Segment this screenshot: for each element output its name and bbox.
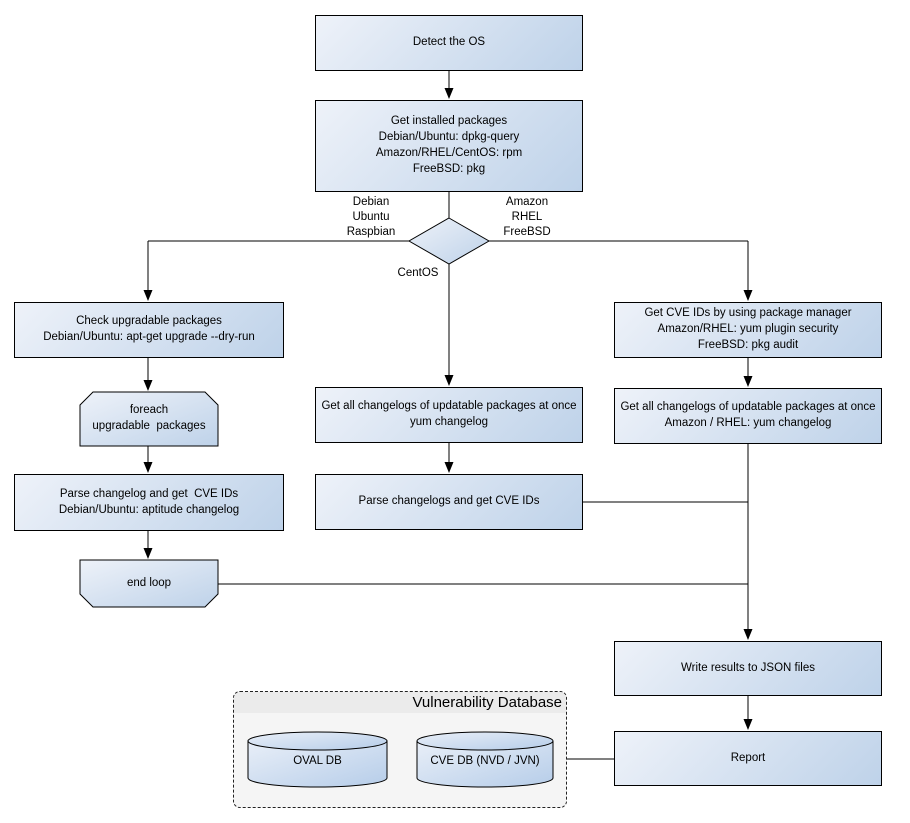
node-parse-changelog-left-label: Parse changelog and get CVE IDs Debian/U… [58, 487, 240, 516]
node-get-changelogs-amazon-rhel: Get all changelogs of updatable packages… [614, 388, 882, 444]
node-parse-changelogs-center: Parse changelogs and get CVE IDs [315, 474, 583, 530]
node-get-changelogs-centos-label: Get all changelogs of updatable packages… [321, 400, 577, 428]
node-check-upgradable-packages: Check upgradable packages Debian/Ubuntu:… [14, 302, 284, 358]
oval-db-cylinder [247, 731, 388, 788]
node-detect-os-label: Detect the OS [412, 36, 486, 49]
node-report-label: Report [730, 751, 766, 764]
connector-lines [147, 71, 749, 760]
foreach-loop-shape [79, 391, 219, 447]
node-get-installed-packages: Get installed packages Debian/Ubuntu: dp… [315, 100, 583, 192]
branch-label-amazon-rhel-freebsd: Amazon RHEL FreeBSD [503, 196, 551, 238]
branch-label-centos: CentOS [397, 267, 439, 279]
node-get-cve-ids-package-manager-label: Get CVE IDs by using package manager Ama… [644, 307, 852, 351]
arrowheads [143, 88, 753, 730]
cve-db-cylinder [416, 731, 554, 788]
node-parse-changelog-left: Parse changelog and get CVE IDs Debian/U… [14, 474, 284, 531]
node-report: Report [614, 731, 882, 786]
node-write-results-json-label: Write results to JSON files [681, 661, 815, 674]
node-get-changelogs-centos: Get all changelogs of updatable packages… [315, 387, 583, 443]
os-decision-diamond [407, 217, 491, 265]
node-get-cve-ids-package-manager: Get CVE IDs by using package manager Ama… [614, 302, 882, 358]
node-get-installed-packages-label: Get installed packages Debian/Ubuntu: dp… [375, 115, 523, 175]
node-get-changelogs-amazon-rhel-label: Get all changelogs of updatable packages… [620, 401, 876, 429]
node-check-upgradable-packages-label: Check upgradable packages Debian/Ubuntu:… [43, 315, 255, 343]
node-parse-changelogs-center-label: Parse changelogs and get CVE IDs [358, 495, 540, 508]
node-detect-os: Detect the OS [315, 15, 583, 71]
branch-label-debian-ubuntu-raspbian: Debian Ubuntu Raspbian [346, 196, 396, 238]
vulnerability-database-title: Vulnerability Database [234, 692, 566, 713]
node-write-results-json: Write results to JSON files [614, 641, 882, 696]
end-loop-shape [79, 559, 219, 608]
